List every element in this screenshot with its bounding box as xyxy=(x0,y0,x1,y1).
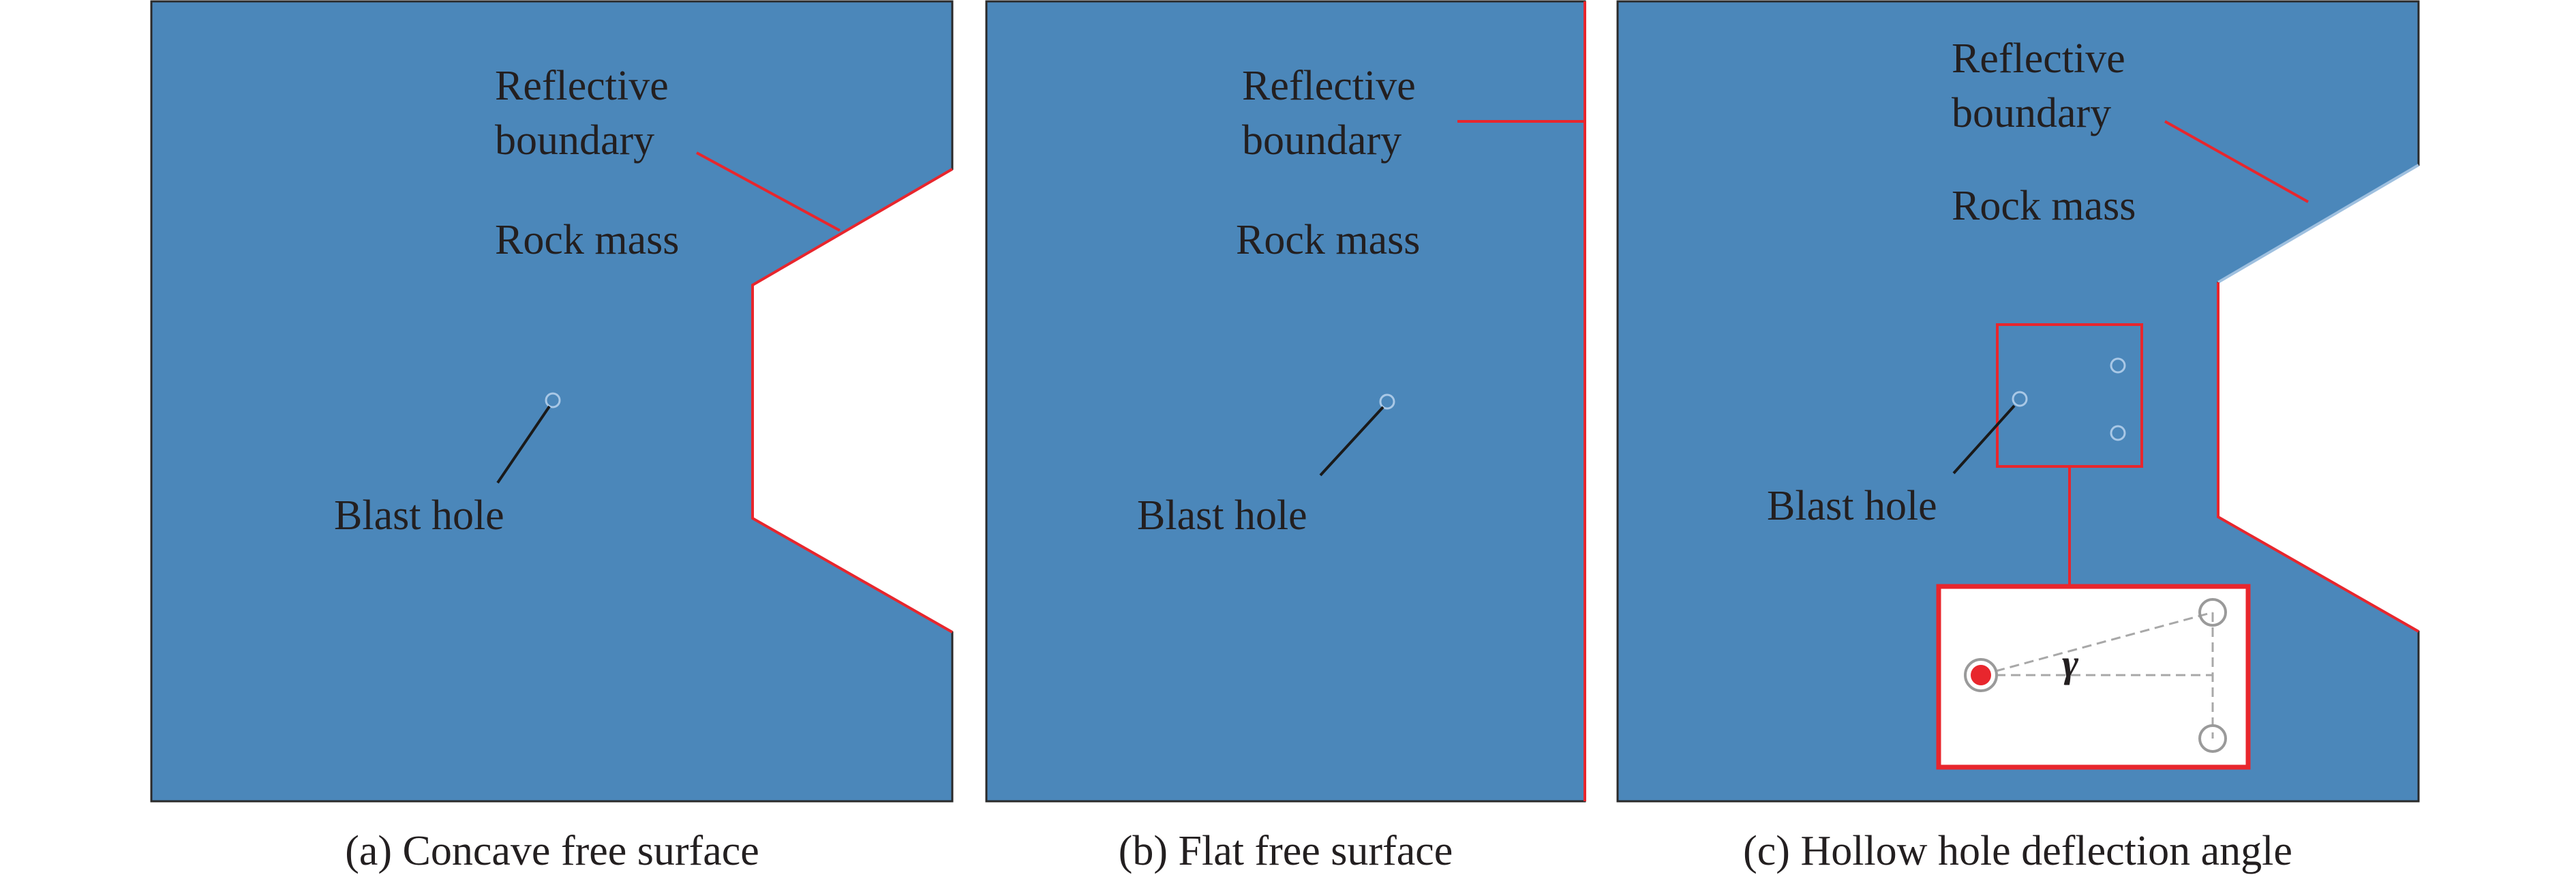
blast-hole-label: Blast hole xyxy=(1137,492,1307,539)
empty-hole-upper-detail xyxy=(2198,598,2227,627)
empty-hole-lower-detail xyxy=(2198,724,2227,753)
boundary-label-line-1: Reflective xyxy=(495,63,669,109)
hole-to-hole-dashed-line xyxy=(1980,611,2213,676)
rock-mass-region xyxy=(985,0,1586,803)
caption: (c) Hollow hole deflection angle xyxy=(1743,828,2292,874)
boundary-label-line-2: boundary xyxy=(1952,90,2111,136)
blast-hole xyxy=(1379,393,1395,410)
blast-hole-leader xyxy=(1952,404,2016,475)
empty-hole-lower xyxy=(2110,425,2126,441)
boundary-leader xyxy=(696,151,840,232)
panel-b: Reflective boundary Rock mass Blast hole… xyxy=(985,0,1586,874)
blast-hole-label: Blast hole xyxy=(1767,483,1937,529)
empty-hole-upper xyxy=(2110,357,2126,374)
reflective-boundary-line xyxy=(2217,282,2419,633)
rock-mass-label: Rock mass xyxy=(1952,183,2136,229)
deflection-angle-inset: γ xyxy=(1936,584,2251,770)
rock-mass-label: Rock mass xyxy=(1236,217,1420,263)
deflection-angle-symbol: γ xyxy=(2062,641,2079,685)
blast-hole xyxy=(545,392,561,408)
boundary-label-line-2: boundary xyxy=(1242,117,1401,164)
charged-hole xyxy=(1971,665,1991,685)
caption: (a) Concave free surface xyxy=(345,828,759,874)
rock-mass-label: Rock mass xyxy=(495,217,679,263)
reflective-boundary-top xyxy=(2217,164,2420,284)
blast-hole-leader xyxy=(496,405,551,484)
boundary-label-line-1: Reflective xyxy=(1242,63,1416,109)
blast-hole-leader xyxy=(1319,406,1384,477)
boundary-leader xyxy=(2164,120,2309,203)
panel-a: Reflective boundary Rock mass Blast hole… xyxy=(150,0,954,874)
charged-hole-ring xyxy=(1964,658,1998,692)
blast-hole-label: Blast hole xyxy=(334,492,504,539)
reflective-boundary-line xyxy=(751,168,954,634)
panel-c: γ Reflective boundary Rock mass Blast ho… xyxy=(1616,0,2420,874)
blast-hole xyxy=(2012,391,2028,407)
caption: (b) Flat free surface xyxy=(1119,828,1453,874)
boundary-label-line-1: Reflective xyxy=(1952,35,2125,82)
boundary-label-line-2: boundary xyxy=(495,117,654,164)
